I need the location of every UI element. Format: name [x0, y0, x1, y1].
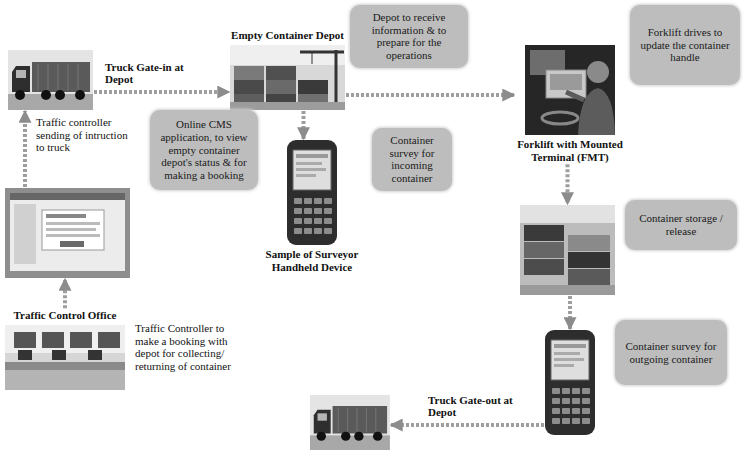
callout-box: Container storage / release — [625, 200, 737, 250]
picture-caption: Sample of Surveyor Handheld Device — [262, 248, 362, 273]
truck-gate-out-picture — [310, 395, 390, 450]
callout-text: Depot to receive information & to prepar… — [356, 11, 462, 62]
depot-picture — [266, 94, 296, 102]
callout-box: Forklift drives to update the container … — [630, 5, 740, 85]
depot-picture — [266, 66, 296, 80]
handheld-picture — [287, 140, 337, 245]
flow-arrow — [302, 111, 306, 139]
depot-picture — [230, 102, 345, 110]
picture-node — [8, 50, 93, 110]
flow-arrow — [391, 423, 544, 427]
cms-screen-picture — [10, 193, 125, 271]
traffic-office-picture — [98, 332, 120, 348]
traffic-office-picture — [18, 350, 32, 360]
traffic-office-picture — [88, 350, 102, 360]
truck-gate-out-picture — [310, 395, 390, 450]
cms-screen-picture — [14, 204, 36, 264]
depot-picture — [230, 45, 345, 110]
container-storage-picture — [520, 205, 615, 295]
flow-arrow — [23, 111, 27, 187]
traffic-office-picture — [5, 325, 125, 390]
callout-box: Online CMS application, to view empty co… — [150, 110, 258, 190]
depot-picture — [312, 52, 313, 64]
arrow-label: Truck Gate-out at Depot — [428, 394, 533, 419]
handheld-picture — [545, 330, 595, 435]
cms-screen-picture — [10, 193, 125, 200]
truck-gate-in-picture — [8, 50, 93, 110]
cms-screen-picture — [42, 210, 104, 250]
picture-caption: Forklift with Mounted Terminal (FMT) — [515, 138, 625, 163]
callout-text: Container storage / release — [631, 212, 731, 237]
callout-box: Container survey for incoming container — [372, 128, 452, 191]
picture-node: Forklift with Mounted Terminal (FMT) — [515, 45, 625, 163]
depot-picture — [298, 80, 328, 94]
picture-node — [520, 205, 615, 295]
forklift-terminal-picture — [566, 92, 584, 100]
flow-arrow — [568, 296, 572, 329]
cms-screen-picture — [46, 222, 100, 225]
forklift-terminal-picture — [578, 88, 615, 135]
traffic-office-picture — [70, 332, 92, 348]
callout-text: Container survey for incoming container — [378, 134, 446, 185]
depot-picture — [335, 50, 338, 102]
picture-node — [5, 188, 130, 278]
picture-node: Empty Container Depot — [230, 29, 345, 110]
forklift-terminal-picture — [550, 74, 582, 90]
callout-text: Container survey for outgoing container — [621, 340, 721, 365]
cms-screen-picture — [5, 188, 130, 278]
flow-arrow — [566, 164, 570, 204]
traffic-office-picture — [14, 332, 36, 348]
forklift-terminal-picture — [525, 45, 615, 135]
depot-picture — [230, 45, 345, 110]
container-storage-picture — [524, 242, 564, 258]
callout-box: Container survey for outgoing container — [615, 320, 727, 385]
cms-screen-picture — [60, 241, 84, 247]
cms-screen-picture — [5, 188, 130, 278]
arrow-label: Traffic controller sending of intruction… — [36, 116, 128, 154]
flow-arrow — [94, 90, 229, 94]
traffic-office-picture — [42, 332, 64, 348]
traffic-office-picture — [5, 362, 125, 370]
container-storage-picture — [520, 285, 615, 295]
traffic-office-picture — [52, 350, 66, 360]
cms-screen-picture — [46, 214, 86, 218]
container-storage-picture — [524, 259, 564, 275]
container-storage-picture — [568, 252, 610, 268]
depot-picture — [266, 80, 296, 94]
traffic-office-picture — [5, 325, 125, 390]
picture-node — [545, 330, 595, 440]
callout-text: Online CMS application, to view empty co… — [156, 118, 252, 181]
container-storage-picture — [520, 205, 615, 223]
cms-screen-picture — [46, 228, 96, 231]
picture-node: Traffic Control Office — [5, 309, 125, 390]
flow-arrow — [346, 93, 514, 97]
container-storage-picture — [568, 235, 610, 251]
depot-picture — [234, 66, 264, 80]
flow-arrow — [63, 279, 67, 308]
forklift-terminal-picture — [525, 45, 615, 135]
callout-box: Depot to receive information & to prepar… — [350, 5, 468, 68]
traffic-office-picture — [5, 370, 125, 390]
picture-node: Sample of Surveyor Handheld Device — [262, 140, 362, 273]
depot-picture — [298, 94, 328, 102]
forklift-terminal-picture — [587, 61, 609, 83]
picture-node — [310, 395, 390, 450]
cms-screen-picture — [46, 234, 100, 237]
forklift-terminal-picture — [542, 112, 578, 124]
traffic-office-picture — [5, 325, 125, 353]
container-storage-picture — [520, 205, 615, 295]
depot-picture — [300, 51, 344, 54]
container-storage-picture — [568, 269, 610, 285]
arrow-label: Truck Gate-in at Depot — [105, 61, 205, 86]
picture-caption: Traffic Control Office — [5, 309, 125, 322]
note-text: Traffic Controller to make a booking wit… — [135, 322, 247, 373]
callout-text: Forklift drives to update the container … — [636, 26, 734, 64]
depot-picture — [230, 45, 345, 65]
depot-picture — [234, 80, 264, 94]
picture-caption: Empty Container Depot — [230, 29, 345, 42]
container-storage-picture — [524, 225, 564, 241]
depot-picture — [234, 94, 264, 102]
